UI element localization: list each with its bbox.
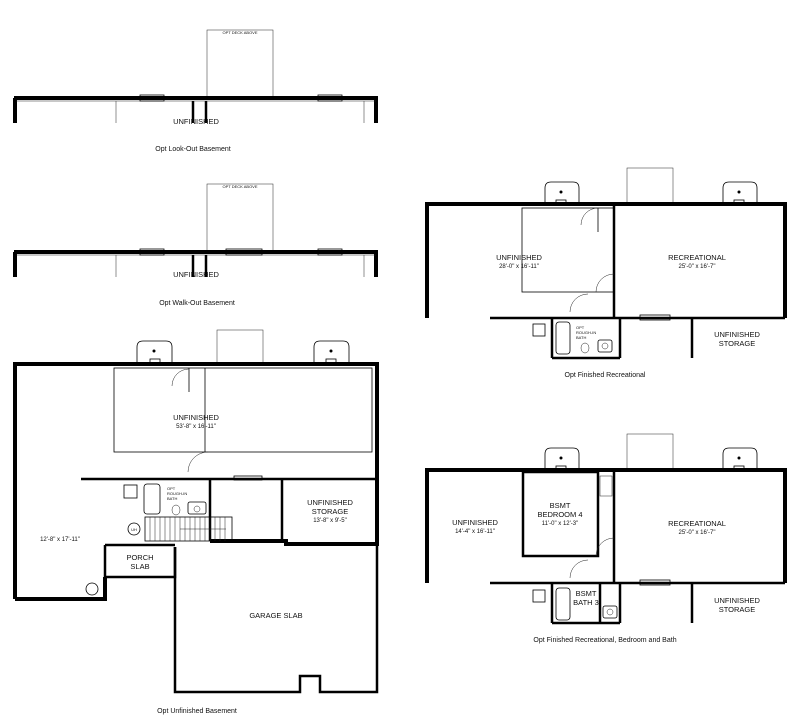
room-label: GARAGE SLAB bbox=[249, 611, 302, 620]
room-label: RECREATIONAL bbox=[668, 253, 726, 262]
room-label: BSMT bbox=[550, 501, 571, 510]
svg-text:BATH: BATH bbox=[576, 335, 586, 340]
room-dimension: 53'-8" x 16'-11" bbox=[176, 424, 216, 430]
finished-recreational-bedroom-bath-plan: UNFINISHED 14'-4" x 16'-11" BSMT BEDROOM… bbox=[425, 433, 787, 644]
room-label: UNFINISHED bbox=[173, 117, 219, 126]
plan-caption: Opt Walk-Out Basement bbox=[159, 300, 235, 307]
svg-text:BEDROOM 4: BEDROOM 4 bbox=[537, 510, 582, 519]
unfinished-room-outline bbox=[113, 367, 373, 453]
walkout-basement-plan: OPT DECK ABOVE UNFINISHED Opt Walk-Out B… bbox=[13, 183, 378, 307]
window-well bbox=[544, 447, 580, 470]
room-label: UNFINISHED bbox=[714, 596, 760, 605]
toilet-icon bbox=[580, 342, 590, 354]
room-label: UNFINISHED bbox=[307, 498, 353, 507]
deck-label: OPT DECK ABOVE bbox=[222, 184, 257, 189]
floor-drain bbox=[85, 582, 99, 596]
plan-caption: Opt Finished Recreational bbox=[565, 372, 646, 379]
lookout-basement-plan: OPT DECK ABOVE UNFINISHED Opt Look-Out B… bbox=[13, 29, 378, 153]
svg-text:STORAGE: STORAGE bbox=[312, 507, 349, 516]
room-dimension: 25'-0" x 16'-7" bbox=[679, 264, 716, 270]
closet bbox=[599, 475, 613, 497]
room-dimension: 28'-0" x 16'-11" bbox=[499, 264, 539, 270]
sump bbox=[532, 323, 546, 337]
room-label: RECREATIONAL bbox=[668, 519, 726, 528]
unfinished-room-outline bbox=[521, 207, 615, 293]
svg-text:OPT: OPT bbox=[576, 325, 585, 330]
deck-outline bbox=[626, 433, 674, 471]
exterior-wall bbox=[425, 468, 787, 583]
svg-text:STORAGE: STORAGE bbox=[719, 339, 756, 348]
deck-outline bbox=[206, 29, 274, 99]
tub-icon bbox=[555, 587, 571, 621]
finished-recreational-plan: OPT ROUGH-IN BATH UNFINISHED 28'-0" x 16… bbox=[425, 167, 787, 379]
sliding-door bbox=[225, 248, 263, 256]
svg-text:UH: UH bbox=[131, 527, 137, 532]
deck-label: OPT DECK ABOVE bbox=[222, 30, 257, 35]
window bbox=[139, 248, 165, 256]
room-dimension: 12'-8" x 17'-11" bbox=[40, 537, 80, 543]
svg-text:STORAGE: STORAGE bbox=[719, 605, 756, 614]
room-dimension: 11'-0" x 12'-3" bbox=[542, 521, 578, 527]
window bbox=[317, 94, 343, 102]
room-label: UNFINISHED bbox=[452, 518, 498, 527]
exterior-wall bbox=[13, 362, 379, 599]
svg-text:BATH: BATH bbox=[167, 496, 177, 501]
svg-text:ROUGH-IN: ROUGH-IN bbox=[167, 491, 187, 496]
deck-outline bbox=[206, 183, 274, 253]
svg-text:OPT: OPT bbox=[167, 486, 176, 491]
water-heater bbox=[127, 522, 141, 536]
room-label: UNFINISHED bbox=[496, 253, 542, 262]
window-well bbox=[544, 181, 580, 204]
window bbox=[139, 94, 165, 102]
tub-icon bbox=[143, 483, 161, 515]
room-label: BSMT bbox=[576, 589, 597, 598]
sink-icon bbox=[597, 339, 613, 353]
svg-text:BATH 3: BATH 3 bbox=[573, 598, 599, 607]
door-swing bbox=[595, 537, 615, 557]
window-well bbox=[722, 447, 758, 470]
window-well bbox=[313, 340, 350, 363]
door-swing bbox=[595, 273, 615, 293]
window-well bbox=[136, 340, 173, 363]
room-label: PORCH bbox=[126, 553, 153, 562]
unfinished-basement-plan: OPT ROUGH-IN BATH UH UNFINISHED 53'-8" x… bbox=[13, 329, 379, 715]
sump bbox=[532, 589, 546, 603]
window-well bbox=[722, 181, 758, 204]
garage-wall bbox=[173, 544, 379, 694]
svg-text:SLAB: SLAB bbox=[130, 562, 149, 571]
door-swing bbox=[187, 451, 209, 473]
toilet-icon bbox=[171, 504, 181, 516]
deck-outline bbox=[626, 167, 674, 205]
sump bbox=[123, 484, 138, 499]
room-dimension: 13'-8" x 9'-5" bbox=[313, 518, 347, 524]
deck-outline bbox=[216, 329, 264, 365]
plan-caption: Opt Unfinished Basement bbox=[157, 708, 237, 715]
window bbox=[317, 248, 343, 256]
room-dimension: 14'-4" x 16'-11" bbox=[455, 529, 495, 535]
sink-icon bbox=[602, 605, 618, 619]
staircase bbox=[144, 516, 233, 542]
plan-caption: Opt Finished Recreational, Bedroom and B… bbox=[533, 637, 676, 644]
room-label: UNFINISHED bbox=[173, 270, 219, 279]
svg-text:ROUGH-IN: ROUGH-IN bbox=[576, 330, 596, 335]
exterior-wall bbox=[425, 202, 787, 318]
room-dimension: 25'-0" x 16'-7" bbox=[679, 530, 716, 536]
plan-caption: Opt Look-Out Basement bbox=[155, 146, 231, 153]
sink-icon bbox=[187, 501, 207, 515]
room-label: UNFINISHED bbox=[714, 330, 760, 339]
room-label: UNFINISHED bbox=[173, 413, 219, 422]
tub-icon bbox=[555, 321, 571, 355]
